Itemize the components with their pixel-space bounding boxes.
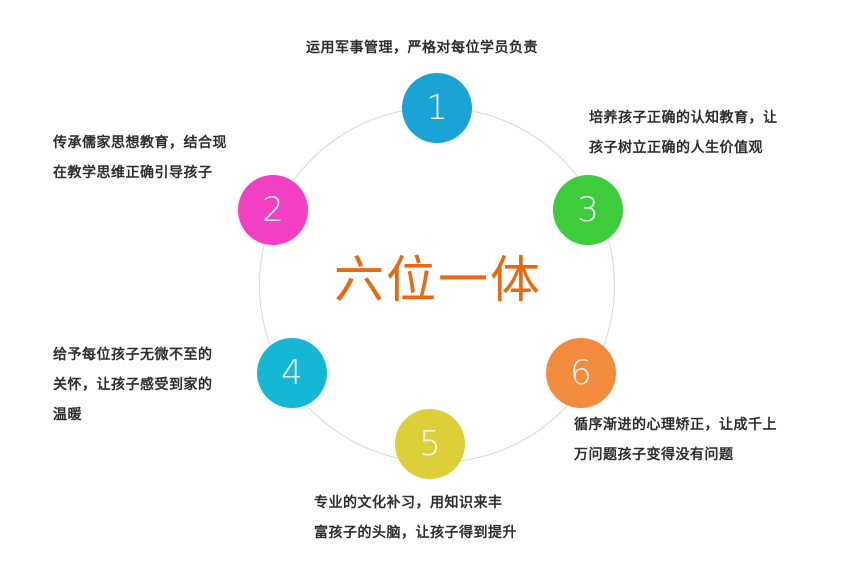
node-6-circle: 6 [546,338,616,408]
node-3-number: 3 [577,190,599,230]
center-title: 六位一体 [334,251,542,309]
node-5-line-2: 富孩子的头脑，让孩子得到提升 [314,525,517,541]
node-4-line-2: 关怀，让孩子感受到家的 [53,377,213,393]
node-2-description: 传承儒家思想教育，结合现 在教学思维正确引导孩子 [53,128,227,188]
node-6-line-1: 循序渐进的心理矫正，让成千上 [574,417,777,433]
node-3-circle: 3 [553,175,623,245]
node-6-description: 循序渐进的心理矫正，让成千上 万问题孩子变得没有问题 [574,410,777,470]
node-4-line-3: 温暖 [53,407,82,423]
node-4-line-1: 给予每位孩子无微不至的 [53,347,213,363]
node-1-line-1: 运用军事管理，严格对每位学员负责 [306,40,538,56]
node-5-description: 专业的文化补习，用知识来丰 富孩子的头脑，让孩子得到提升 [314,488,517,548]
node-5-circle: 5 [395,409,465,479]
node-6-number: 6 [570,353,592,393]
node-4-number: 4 [281,353,303,393]
node-5-line-1: 专业的文化补习，用知识来丰 [314,495,503,511]
node-2-line-1: 传承儒家思想教育，结合现 [53,135,227,151]
node-4-description: 给予每位孩子无微不至的 关怀，让孩子感受到家的 温暖 [53,340,213,430]
node-1-number: 1 [426,88,448,128]
node-4-circle: 4 [257,338,327,408]
node-5-number: 5 [419,424,441,464]
node-3-line-1: 培养孩子正确的认知教育，让 [589,110,778,126]
node-2-number: 2 [262,190,284,230]
node-3-line-2: 孩子树立正确的人生价值观 [589,140,763,156]
node-2-line-2: 在教学思维正确引导孩子 [53,165,213,181]
node-1-description: 运用军事管理，严格对每位学员负责 [306,33,538,63]
node-6-line-2: 万问题孩子变得没有问题 [574,447,734,463]
node-1-circle: 1 [402,73,472,143]
node-2-circle: 2 [238,175,308,245]
node-3-description: 培养孩子正确的认知教育，让 孩子树立正确的人生价值观 [589,103,778,163]
